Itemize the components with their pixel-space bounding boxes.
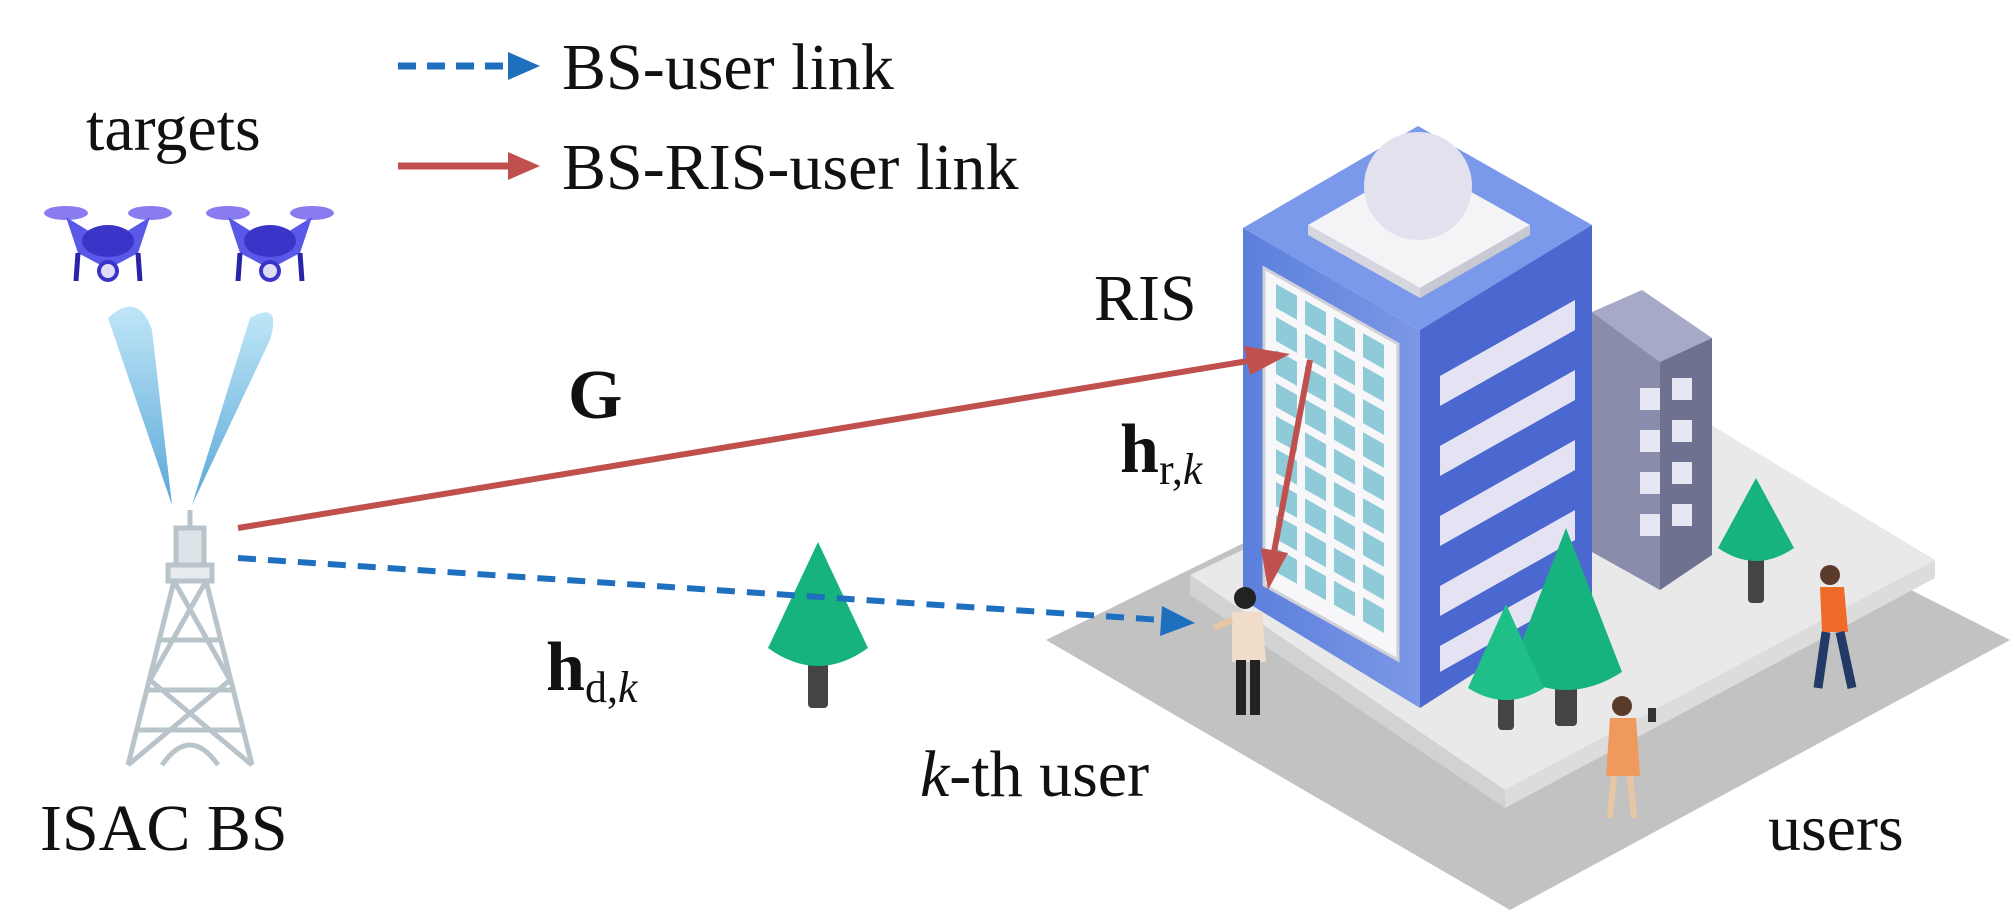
label-channel-hr: hr,k bbox=[1120, 411, 1204, 494]
label-kth-user: k-th user bbox=[920, 738, 1149, 811]
ris-element bbox=[1276, 284, 1297, 320]
legend-item-bs-user: BS-user link bbox=[398, 31, 894, 104]
tree-icon bbox=[1468, 604, 1544, 730]
ris-element bbox=[1334, 580, 1355, 617]
ris-element bbox=[1276, 317, 1297, 353]
legend-label-bs-ris-user: BS-RIS-user link bbox=[562, 131, 1019, 204]
arrowhead-icon bbox=[1261, 548, 1288, 590]
ris-element bbox=[1334, 547, 1355, 584]
ris-element bbox=[1363, 531, 1384, 568]
ris-element bbox=[1363, 366, 1384, 403]
ris-element bbox=[1334, 448, 1355, 485]
arrowhead-icon bbox=[508, 52, 540, 80]
link-bs-ris bbox=[237, 346, 1290, 531]
label-ris: RIS bbox=[1094, 262, 1197, 335]
ris-element bbox=[1363, 432, 1384, 469]
person-icon bbox=[1212, 587, 1266, 715]
ris-element bbox=[1305, 465, 1326, 502]
ris-element bbox=[1363, 399, 1384, 436]
ris-element bbox=[1334, 481, 1355, 518]
label-channel-G: G bbox=[568, 357, 622, 434]
ris-element bbox=[1276, 350, 1297, 386]
label-channel-hd: hd,k bbox=[546, 629, 639, 712]
tree-icon bbox=[1718, 478, 1794, 603]
tree-icon bbox=[768, 542, 868, 708]
ris-element bbox=[1363, 597, 1384, 634]
ris-element bbox=[1305, 300, 1326, 337]
ris-element bbox=[1363, 564, 1384, 601]
ris-element bbox=[1305, 564, 1326, 601]
legend-label-bs-user: BS-user link bbox=[562, 31, 894, 104]
ris-element bbox=[1334, 316, 1355, 353]
ris-element bbox=[1305, 432, 1326, 469]
ris-panel-icon bbox=[1262, 265, 1400, 663]
person-icon bbox=[1606, 696, 1656, 819]
label-targets: targets bbox=[86, 92, 261, 165]
ris-element bbox=[1363, 498, 1384, 535]
ris-element bbox=[1363, 465, 1384, 502]
link-bs-user bbox=[237, 555, 1195, 636]
ris-element bbox=[1305, 498, 1326, 535]
ris-element bbox=[1334, 514, 1355, 551]
legend: BS-user link BS-RIS-user link bbox=[398, 31, 1019, 204]
legend-item-bs-ris-user: BS-RIS-user link bbox=[398, 131, 1019, 204]
person-icon bbox=[1813, 565, 1857, 689]
drone-icon bbox=[44, 206, 172, 282]
ris-element bbox=[1305, 399, 1326, 436]
label-isac-bs: ISAC BS bbox=[40, 792, 288, 865]
ris-element bbox=[1276, 383, 1297, 419]
drone-icon bbox=[206, 206, 334, 282]
link-ris-user bbox=[1261, 359, 1313, 590]
tree-icon bbox=[1510, 528, 1622, 726]
beam-icon bbox=[108, 306, 172, 505]
arrowhead-icon bbox=[1244, 346, 1290, 375]
ris-element bbox=[1305, 531, 1326, 568]
ris-element bbox=[1334, 415, 1355, 452]
ris-element bbox=[1334, 349, 1355, 386]
ris-element bbox=[1305, 366, 1326, 403]
beam-icon bbox=[192, 312, 274, 505]
arrowhead-icon bbox=[508, 152, 540, 180]
bs-user-dashed-line bbox=[237, 555, 1163, 623]
label-users: users bbox=[1768, 792, 1904, 865]
radome-icon bbox=[1364, 132, 1472, 240]
ris-element bbox=[1363, 333, 1384, 370]
back-building bbox=[1592, 290, 1712, 590]
ris-element bbox=[1334, 382, 1355, 419]
bs-ris-line bbox=[237, 358, 1249, 531]
ris-user-line bbox=[1271, 359, 1313, 553]
arrowhead-icon bbox=[1160, 606, 1195, 636]
tower-icon bbox=[125, 510, 255, 767]
